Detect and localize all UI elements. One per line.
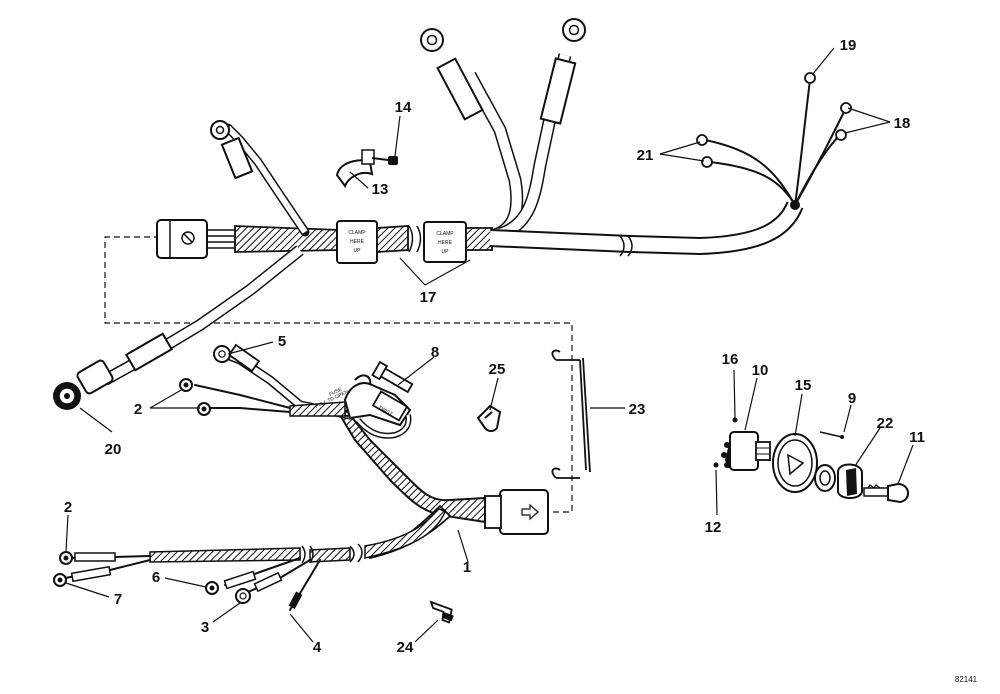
clamp-tag-1-line-1: CLAMP bbox=[348, 230, 366, 236]
callout-25: 25 bbox=[489, 361, 506, 378]
callout-15: 15 bbox=[795, 377, 812, 394]
fuse-tag-line-1: FUSE bbox=[328, 386, 343, 397]
part-23-rod bbox=[551, 349, 591, 479]
leader-lines bbox=[65, 47, 914, 643]
callout-23: 23 bbox=[629, 401, 646, 418]
clamp-tag-1-line-3: UP bbox=[354, 248, 362, 254]
callout-labels: 1 2 2 3 4 5 6 7 8 9 10 11 12 13 14 15 16… bbox=[64, 37, 925, 656]
clamp-tag-2-line-1: CLAMP bbox=[436, 231, 454, 237]
callout-24: 24 bbox=[397, 639, 414, 656]
clamp-tag-2-line-2: HERE bbox=[438, 240, 453, 246]
clamp-13-screw-14 bbox=[335, 149, 398, 189]
clamp-tag-1-line-2: HERE bbox=[350, 239, 365, 245]
callout-20: 20 bbox=[105, 441, 122, 458]
callout-12: 12 bbox=[705, 519, 722, 536]
part-8-fuse bbox=[371, 360, 414, 394]
callout-7: 7 bbox=[114, 591, 122, 608]
callout-2-lower: 2 bbox=[64, 499, 72, 516]
callout-5: 5 bbox=[278, 333, 286, 350]
callout-13: 13 bbox=[372, 181, 389, 198]
part-24-clip bbox=[429, 600, 454, 624]
callout-17: 17 bbox=[420, 289, 437, 306]
ignition-switch-assembly bbox=[713, 417, 909, 504]
part-25-clip bbox=[476, 404, 502, 432]
switch-body-10 bbox=[729, 431, 759, 471]
upper-harness: CLAMP HERE UP CLAMP HERE UP bbox=[53, 18, 852, 410]
callout-14: 14 bbox=[395, 99, 412, 116]
ignition-key-11 bbox=[887, 482, 909, 504]
callout-8: 8 bbox=[431, 344, 439, 361]
callout-18: 18 bbox=[894, 115, 911, 132]
callout-3: 3 bbox=[201, 619, 209, 636]
lower-harness: FUSE PULL TO OPEN TWIST bbox=[53, 343, 549, 611]
callout-11: 11 bbox=[909, 429, 925, 446]
callout-6: 6 bbox=[152, 569, 160, 586]
callout-1: 1 bbox=[463, 559, 471, 576]
callout-9: 9 bbox=[848, 390, 856, 407]
dashed-connection-line bbox=[104, 236, 573, 513]
callout-21: 21 bbox=[637, 147, 654, 164]
figure-code: 82141 bbox=[955, 675, 978, 684]
callout-2-upper: 2 bbox=[134, 401, 142, 418]
callout-19: 19 bbox=[840, 37, 857, 54]
callout-22: 22 bbox=[877, 415, 894, 432]
clamp-tag-2-line-3: UP bbox=[442, 249, 450, 255]
callout-10: 10 bbox=[752, 362, 769, 379]
callout-4: 4 bbox=[313, 639, 322, 656]
callout-16: 16 bbox=[722, 351, 739, 368]
